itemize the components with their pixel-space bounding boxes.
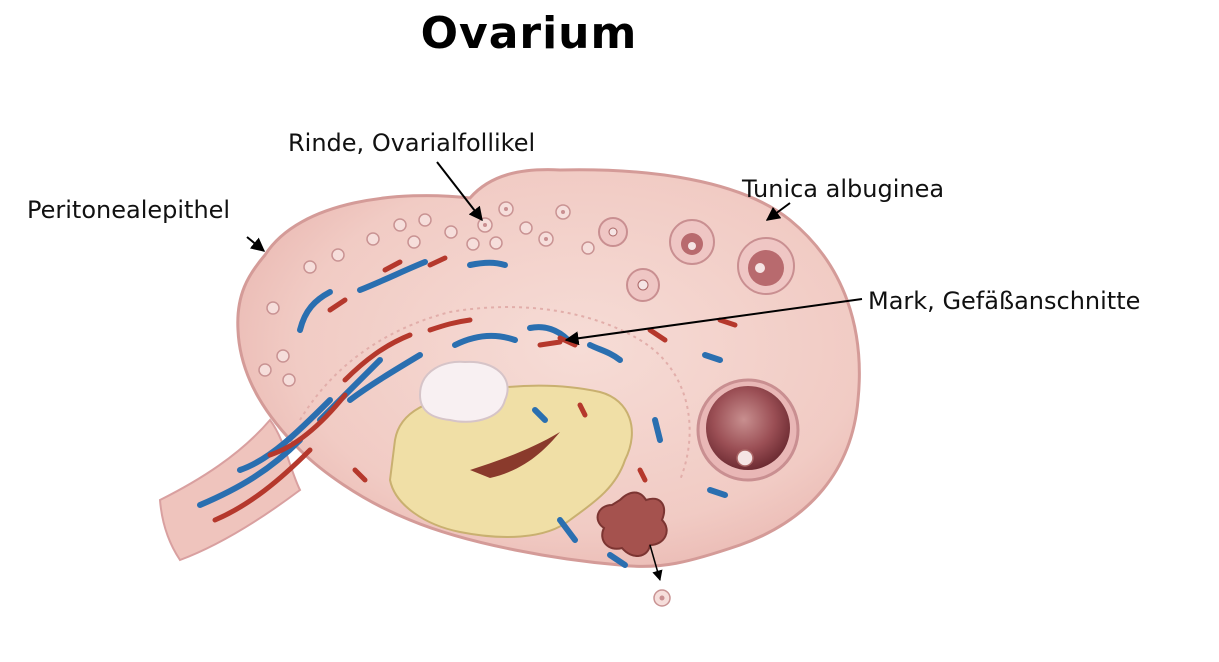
label-mark-gefaessanschnitte: Mark, Gefäßanschnitte: [868, 287, 1141, 315]
arrow-rinde: [436, 161, 483, 222]
corpus-luteum-core: [470, 432, 560, 478]
arteries: [212, 255, 738, 523]
corpus-albicans: [418, 360, 509, 423]
large-follicle-oocyte: [736, 449, 754, 467]
label-peritonealepithel: Peritonealepithel: [27, 196, 231, 224]
label-tunica-albuginea: Tunica albuginea: [742, 175, 945, 203]
arrow-tunica: [765, 202, 791, 221]
arrow-ovulation: [649, 544, 663, 582]
arrow-mark: [564, 298, 863, 346]
arrow-peritonealepithel: [246, 236, 266, 252]
label-rinde-ovarialfollikel: Rinde, Ovarialfollikel: [288, 129, 536, 157]
large-follicle-antrum: [706, 386, 790, 470]
medulla-boundary: [299, 306, 691, 481]
page-title: Ovarium: [420, 8, 638, 59]
primordial-follicles: [258, 201, 671, 607]
